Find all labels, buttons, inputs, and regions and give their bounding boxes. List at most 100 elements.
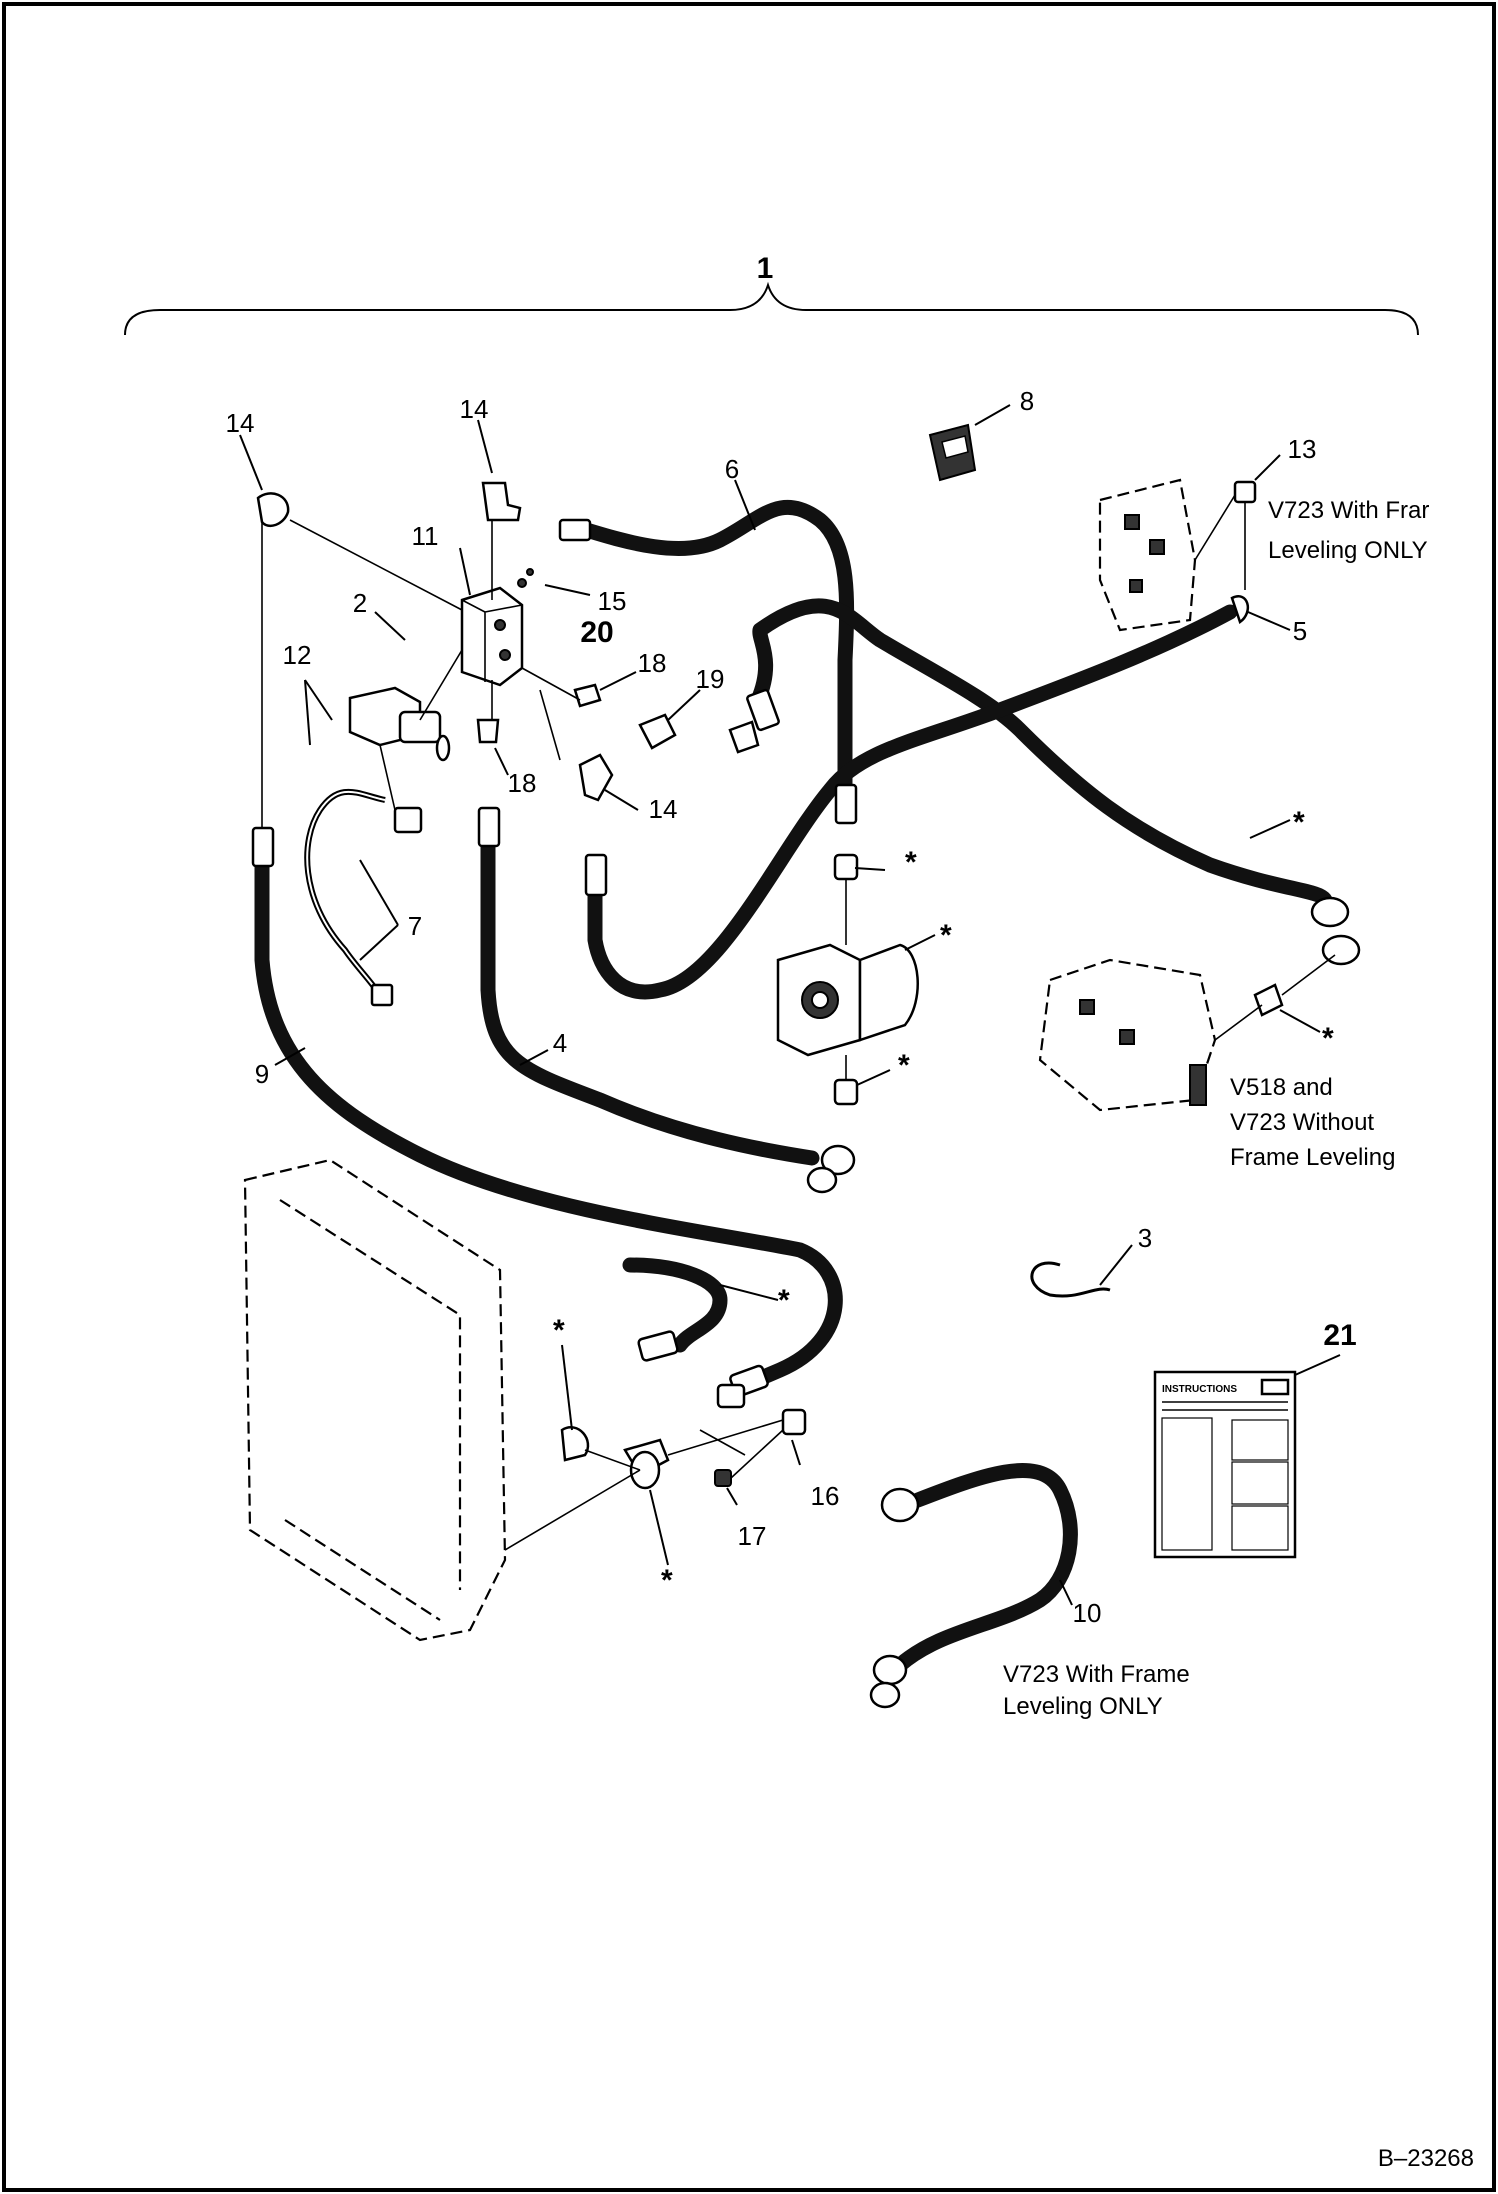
leader-14-middle xyxy=(604,789,639,811)
leader-14-left xyxy=(239,434,263,491)
control-valve-lower-port xyxy=(1079,999,1095,1015)
fitting-14-middle xyxy=(578,753,614,802)
hose-10-end xyxy=(869,1681,901,1709)
solenoid-coil xyxy=(398,710,442,744)
assembly-line xyxy=(289,519,463,611)
hose-short xyxy=(622,1257,728,1353)
star-label: * xyxy=(898,1049,910,1082)
solenoid-cap xyxy=(435,734,451,762)
hose-9-top-fitting xyxy=(251,826,275,868)
hose-10-top-fitting xyxy=(880,1487,920,1523)
small-fittings xyxy=(476,568,760,754)
fitting-tee xyxy=(716,1383,746,1409)
instruction-sheet-title: INSTRUCTIONS xyxy=(1162,1384,1237,1395)
note-frame-leveling-top-line2: Leveling ONLY xyxy=(1268,537,1428,564)
leader-12-b xyxy=(304,679,311,746)
hose-6-start-fitting xyxy=(558,518,592,542)
leader-18-lower xyxy=(494,747,509,776)
assembly-line xyxy=(504,1469,641,1551)
fitting-elbows xyxy=(256,480,1257,802)
label-12: 12 xyxy=(283,640,312,670)
hose-5-elbow xyxy=(1230,595,1250,625)
label-10: 10 xyxy=(1073,1598,1102,1628)
leader-16 xyxy=(791,1439,801,1466)
label-14-left: 14 xyxy=(226,408,255,438)
fitting-13 xyxy=(1233,480,1257,504)
instruction-sheet-logo xyxy=(1260,1378,1290,1396)
instruction-sheet: INSTRUCTIONS xyxy=(1153,1370,1297,1559)
note-frame-leveling-bottom-line1: V723 With Frame xyxy=(1003,1661,1190,1688)
leader-star-hose xyxy=(1249,819,1291,839)
control-valve-lower-fitting xyxy=(1189,1064,1207,1106)
control-valve-lower-right xyxy=(1038,958,1284,1112)
star-label: * xyxy=(940,919,952,952)
leader-star-top xyxy=(854,867,886,871)
pump-fitting-bottom xyxy=(833,1078,859,1106)
assembly-brace xyxy=(124,281,1419,336)
harness-connector xyxy=(393,806,423,834)
label-2: 2 xyxy=(353,588,367,618)
fitting-19 xyxy=(638,713,677,750)
cooler-fittings xyxy=(560,1383,807,1490)
label-14-middle: 14 xyxy=(649,794,678,824)
solenoid xyxy=(348,686,451,762)
label-9: 9 xyxy=(255,1059,269,1089)
assembly-line xyxy=(730,1429,784,1479)
label-13: 13 xyxy=(1288,434,1317,464)
oil-cooler-inner xyxy=(279,1199,462,1590)
leader-star-b xyxy=(649,1489,669,1566)
label-18-lower: 18 xyxy=(508,768,537,798)
label-4: 4 xyxy=(553,1028,567,1058)
hose-5 xyxy=(587,604,1238,1000)
control-valve-lower-port xyxy=(1119,1029,1135,1045)
wire-harness-7 xyxy=(304,788,386,997)
hose-4 xyxy=(480,812,820,1166)
switch-rocker xyxy=(941,435,969,459)
assembly-line xyxy=(1214,1004,1263,1041)
star-label: * xyxy=(778,1284,790,1317)
wire-harness-core xyxy=(306,790,386,996)
fitting-15-ball xyxy=(517,578,527,588)
assembly-line xyxy=(584,1449,641,1471)
label-11: 11 xyxy=(412,521,439,551)
fitting-star-right xyxy=(1253,983,1284,1017)
leader-star-bottom xyxy=(856,1069,891,1086)
leader-18-upper xyxy=(599,671,637,691)
fitting-star-a xyxy=(560,1426,590,1462)
label-16: 16 xyxy=(811,1481,840,1511)
fitting-18-lower xyxy=(476,718,500,744)
label-8: 8 xyxy=(1020,386,1034,416)
leader-19 xyxy=(667,689,701,721)
fitting-14-top xyxy=(481,481,522,522)
valve-block-edges xyxy=(461,599,523,682)
label-20: 20 xyxy=(580,616,613,649)
label-6: 6 xyxy=(725,454,739,484)
instruction-sheet-box xyxy=(1231,1461,1289,1505)
oil-cooler-bottom xyxy=(284,1519,441,1621)
leader-star-right xyxy=(1279,1009,1321,1033)
assembly-line xyxy=(521,667,581,701)
notes: V723 With Frar Leveling ONLY V518 and V7… xyxy=(1003,497,1429,1720)
fitting-19-nut xyxy=(728,720,760,754)
assembly-line xyxy=(1194,494,1236,561)
label-3: 3 xyxy=(1138,1223,1152,1253)
leader-11 xyxy=(459,547,471,596)
fitting-star-b-face xyxy=(629,1450,661,1490)
label-21: 21 xyxy=(1323,1319,1356,1352)
harness-terminal xyxy=(370,983,394,1007)
pump-fitting-top xyxy=(833,853,859,881)
assembly-line xyxy=(419,649,463,721)
leader-lines xyxy=(239,404,1341,1606)
leader-star-a xyxy=(561,1344,573,1431)
hose-4-top-fitting xyxy=(477,806,501,848)
leader-9 xyxy=(274,1047,306,1066)
leader-7-a xyxy=(359,859,399,926)
leader-8 xyxy=(974,404,1011,426)
leader-15 xyxy=(544,584,591,596)
label-17: 17 xyxy=(738,1521,767,1551)
cable-tie-3 xyxy=(1030,1261,1111,1298)
part-labels: 1 14 14 11 2 15 20 6 8 13 5 18 19 14 18 … xyxy=(226,252,1357,1628)
leader-star-short-hose xyxy=(719,1284,779,1301)
assembly-line xyxy=(667,1419,784,1456)
